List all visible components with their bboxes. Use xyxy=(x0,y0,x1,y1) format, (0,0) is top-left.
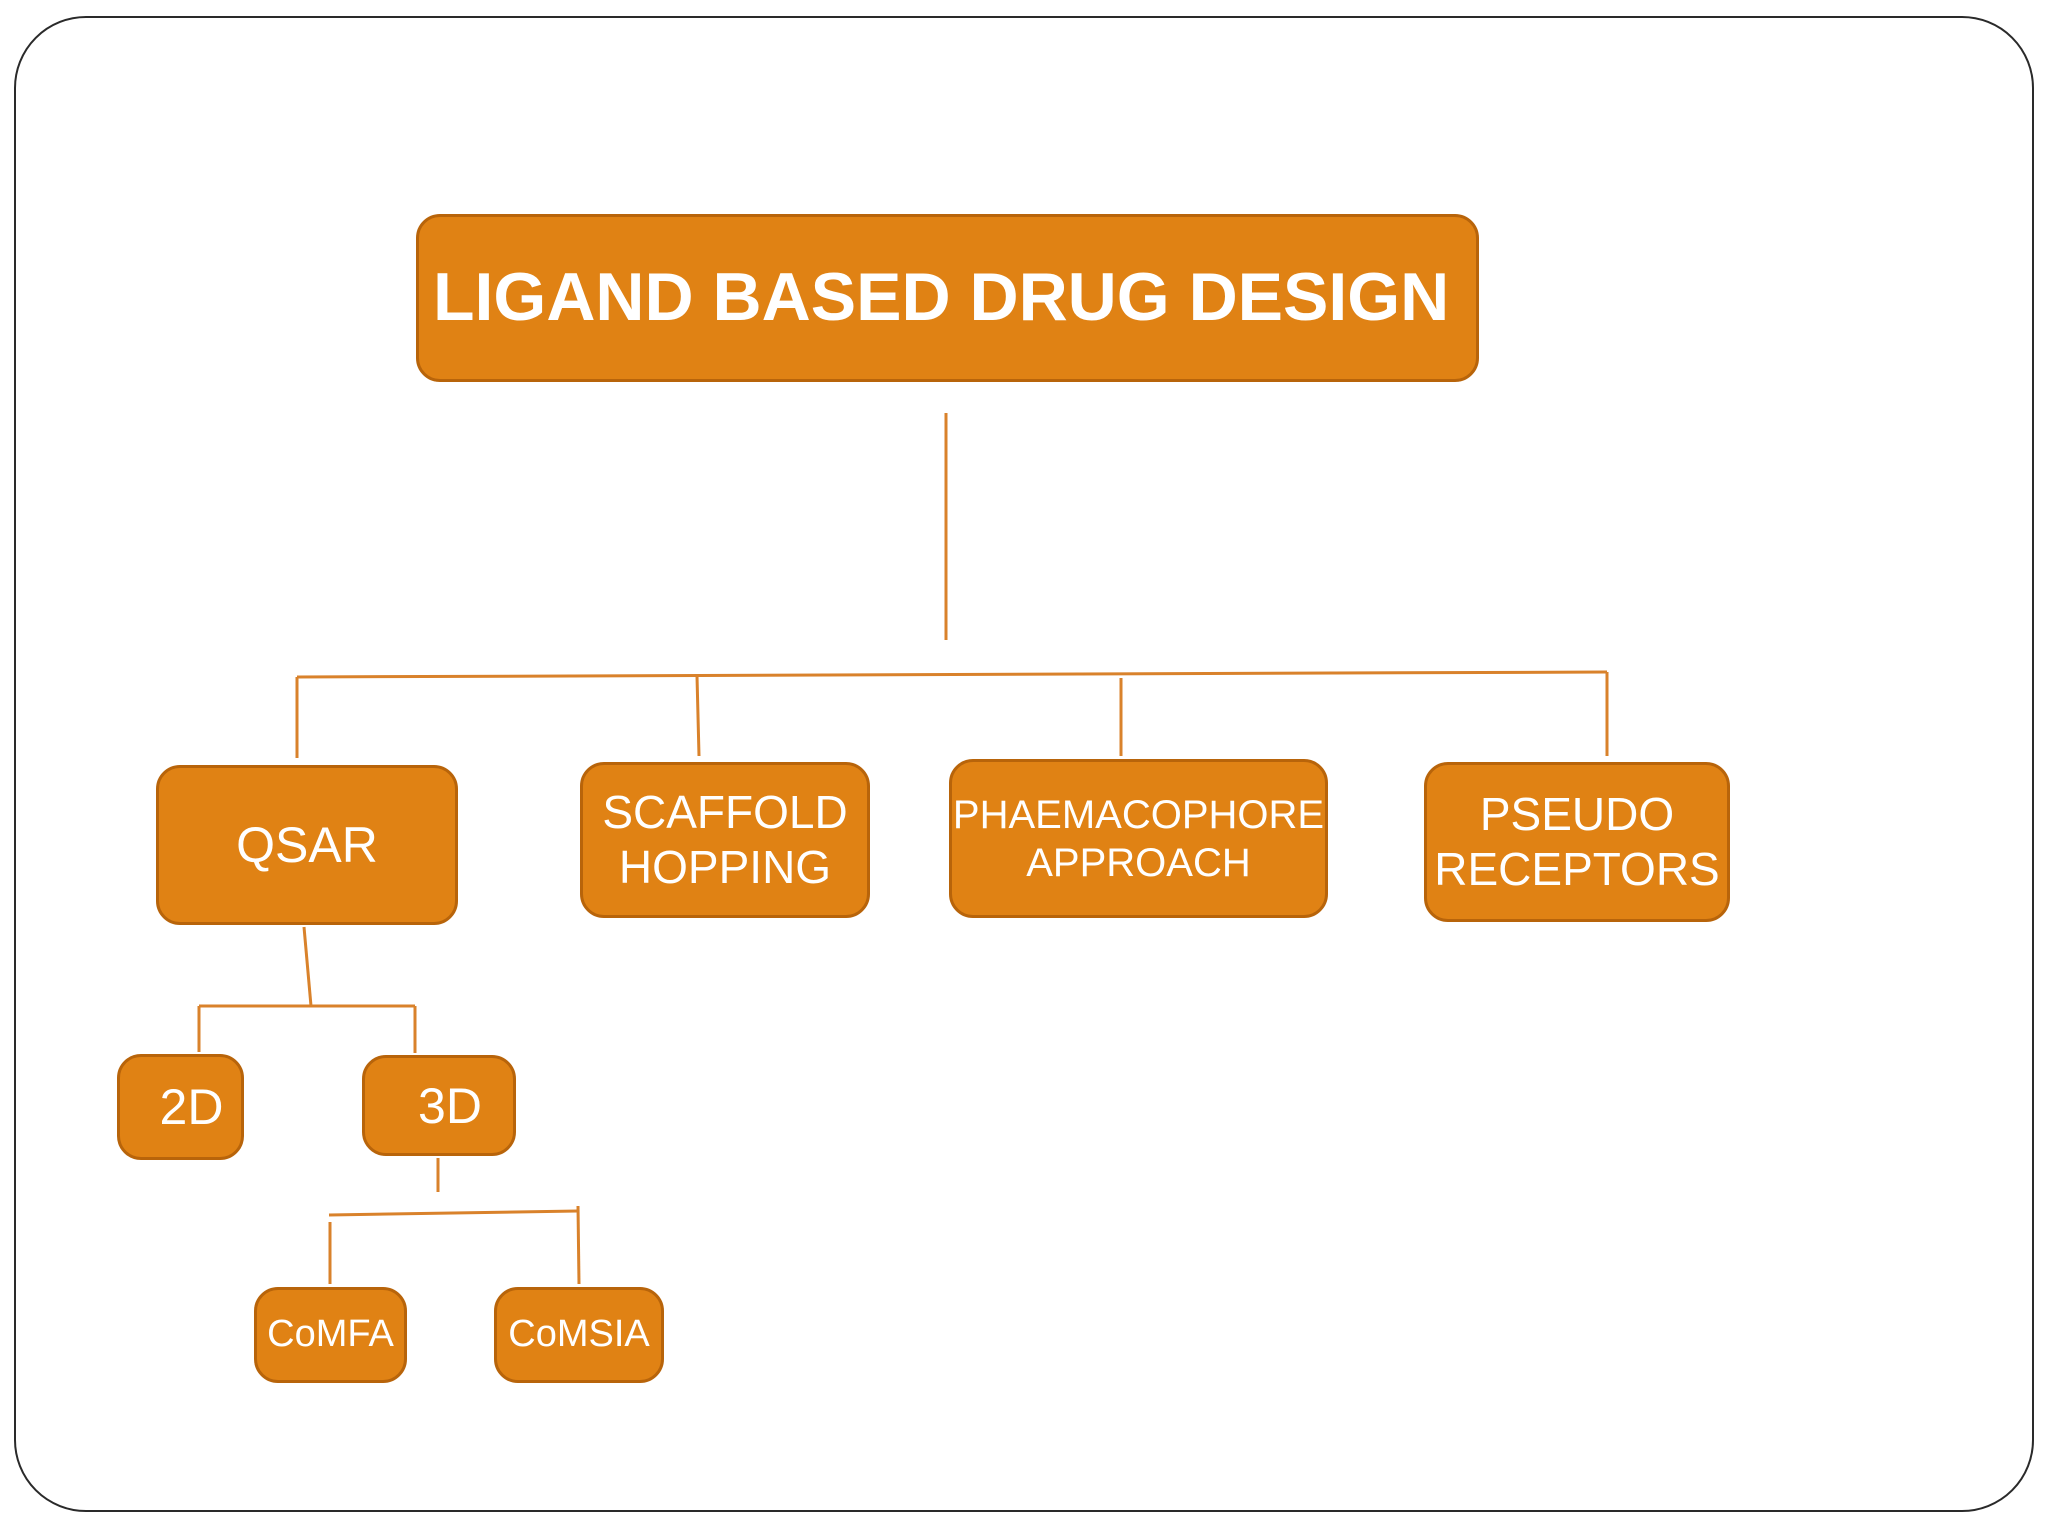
connector-drop-scaffold xyxy=(695,675,701,757)
connector-3d-bus xyxy=(328,1209,579,1217)
node-comsia: CoMSIA xyxy=(494,1287,664,1383)
node-phaemacophore-approach: PHAEMACOPHORE APPROACH xyxy=(949,759,1328,918)
node-comfa: CoMFA xyxy=(254,1287,407,1383)
node-scaffold-hopping: SCAFFOLD HOPPING xyxy=(580,762,870,918)
node-3d: 3D xyxy=(362,1055,516,1156)
connector-drop-comsia xyxy=(576,1205,581,1285)
node-qsar: QSAR xyxy=(156,765,458,925)
connector-qsar-trunk xyxy=(302,926,313,1007)
node-2d: 2D xyxy=(117,1054,244,1160)
node-ligand-based-drug-design: LIGAND BASED DRUG DESIGN xyxy=(416,214,1479,382)
connector-main-bus xyxy=(296,670,1608,679)
node-pseudo-receptors: PSEUDO RECEPTORS xyxy=(1424,762,1730,922)
